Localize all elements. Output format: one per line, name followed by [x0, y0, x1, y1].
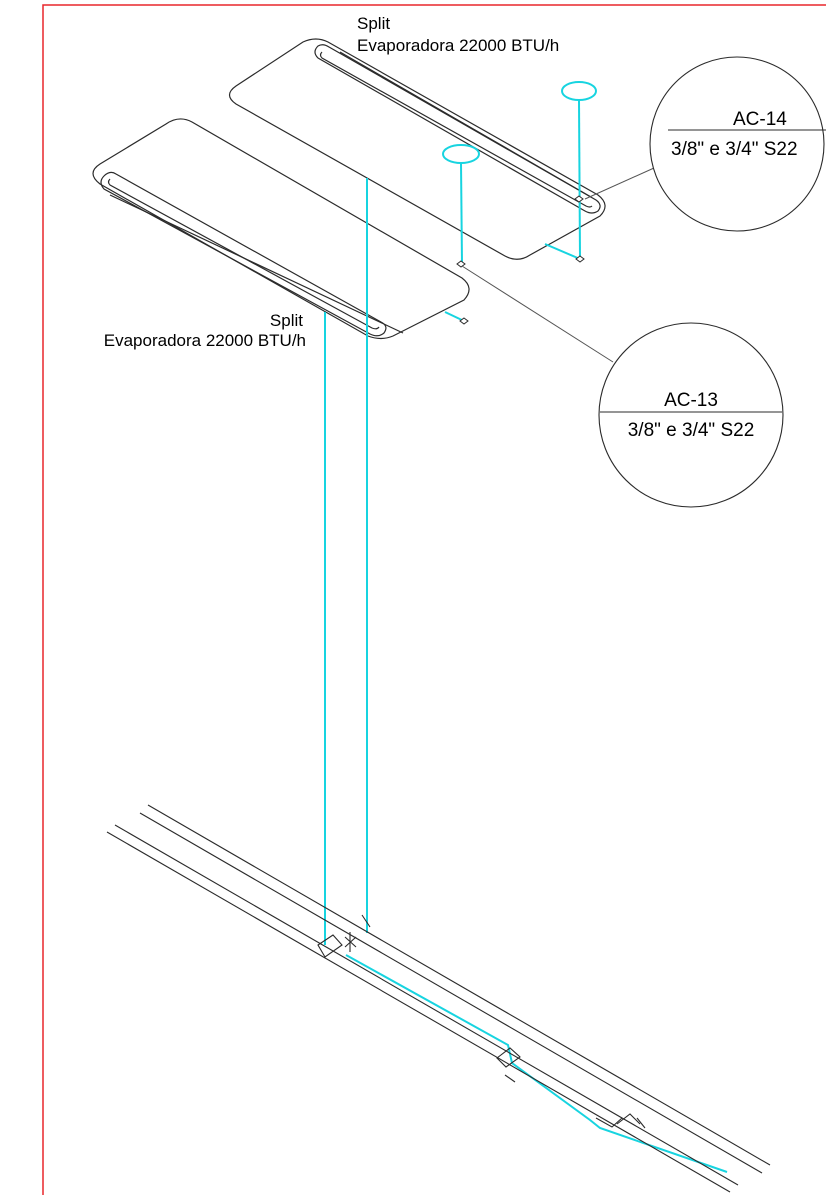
label-unit-upper: Split Evaporadora 22000 BTU/h [357, 14, 559, 55]
pipe-riser-top-ac13 [442, 144, 480, 164]
refrigerant-piping [324, 81, 728, 1173]
fitting-marker [459, 317, 469, 325]
pipe-offset [616, 1113, 641, 1125]
evaporator-grille-outer [314, 44, 601, 214]
evaporator-grille-edge [339, 51, 592, 198]
pipe-riser-ac13 [460, 162, 463, 265]
pipe-main-run [345, 954, 728, 1173]
pipe-link-ac14 [544, 243, 581, 260]
fitting-marker [456, 260, 466, 268]
evaporator-grille-outer [100, 171, 387, 337]
unit-name: Split [357, 14, 390, 33]
unit-description: Evaporadora 22000 BTU/h [357, 36, 559, 55]
pipe-link-ac13 [444, 311, 465, 322]
unit-name: Split [270, 311, 303, 330]
pipe-tee [317, 934, 343, 958]
evaporator-unit-lower [92, 118, 470, 340]
pipe-riser-ac14 [578, 99, 581, 260]
fitting-marker [574, 195, 584, 203]
evaporator-unit-upper [228, 38, 606, 260]
callout-spec: 3/8" e 3/4" S22 [671, 139, 798, 160]
evaporator-grille-edge [109, 194, 404, 334]
fitting-marker [575, 255, 585, 263]
pipe-riser-top-ac14 [561, 81, 597, 101]
evaporator-body-outline [92, 118, 470, 340]
leader-ac14 [584, 167, 655, 200]
main-pipe-run [106, 804, 771, 1193]
pipe-offset [504, 1074, 516, 1083]
pipe-fittings [456, 195, 585, 325]
pipe-offset [595, 1117, 623, 1128]
sheet-frame [42, 4, 826, 1195]
unit-description: Evaporadora 22000 BTU/h [104, 331, 306, 350]
callout-tag: AC-14 [733, 109, 787, 130]
pipe-cross [344, 932, 357, 952]
evaporator-grille-inner [319, 51, 593, 208]
callout-ac14: AC-14 3/8" e 3/4" S22 [649, 56, 826, 232]
callout-ac13: AC-13 3/8" e 3/4" S22 [598, 322, 784, 508]
evaporator-grille-inner [107, 178, 380, 330]
label-unit-lower: Split Evaporadora 22000 BTU/h [104, 311, 306, 350]
leader-lines [461, 167, 655, 363]
pipe-offset [496, 1047, 521, 1068]
evaporator-body-outline [228, 38, 606, 260]
callout-tag: AC-13 [664, 390, 718, 411]
leader-ac13 [461, 265, 614, 363]
callout-spec: 3/8" e 3/4" S22 [628, 420, 755, 441]
